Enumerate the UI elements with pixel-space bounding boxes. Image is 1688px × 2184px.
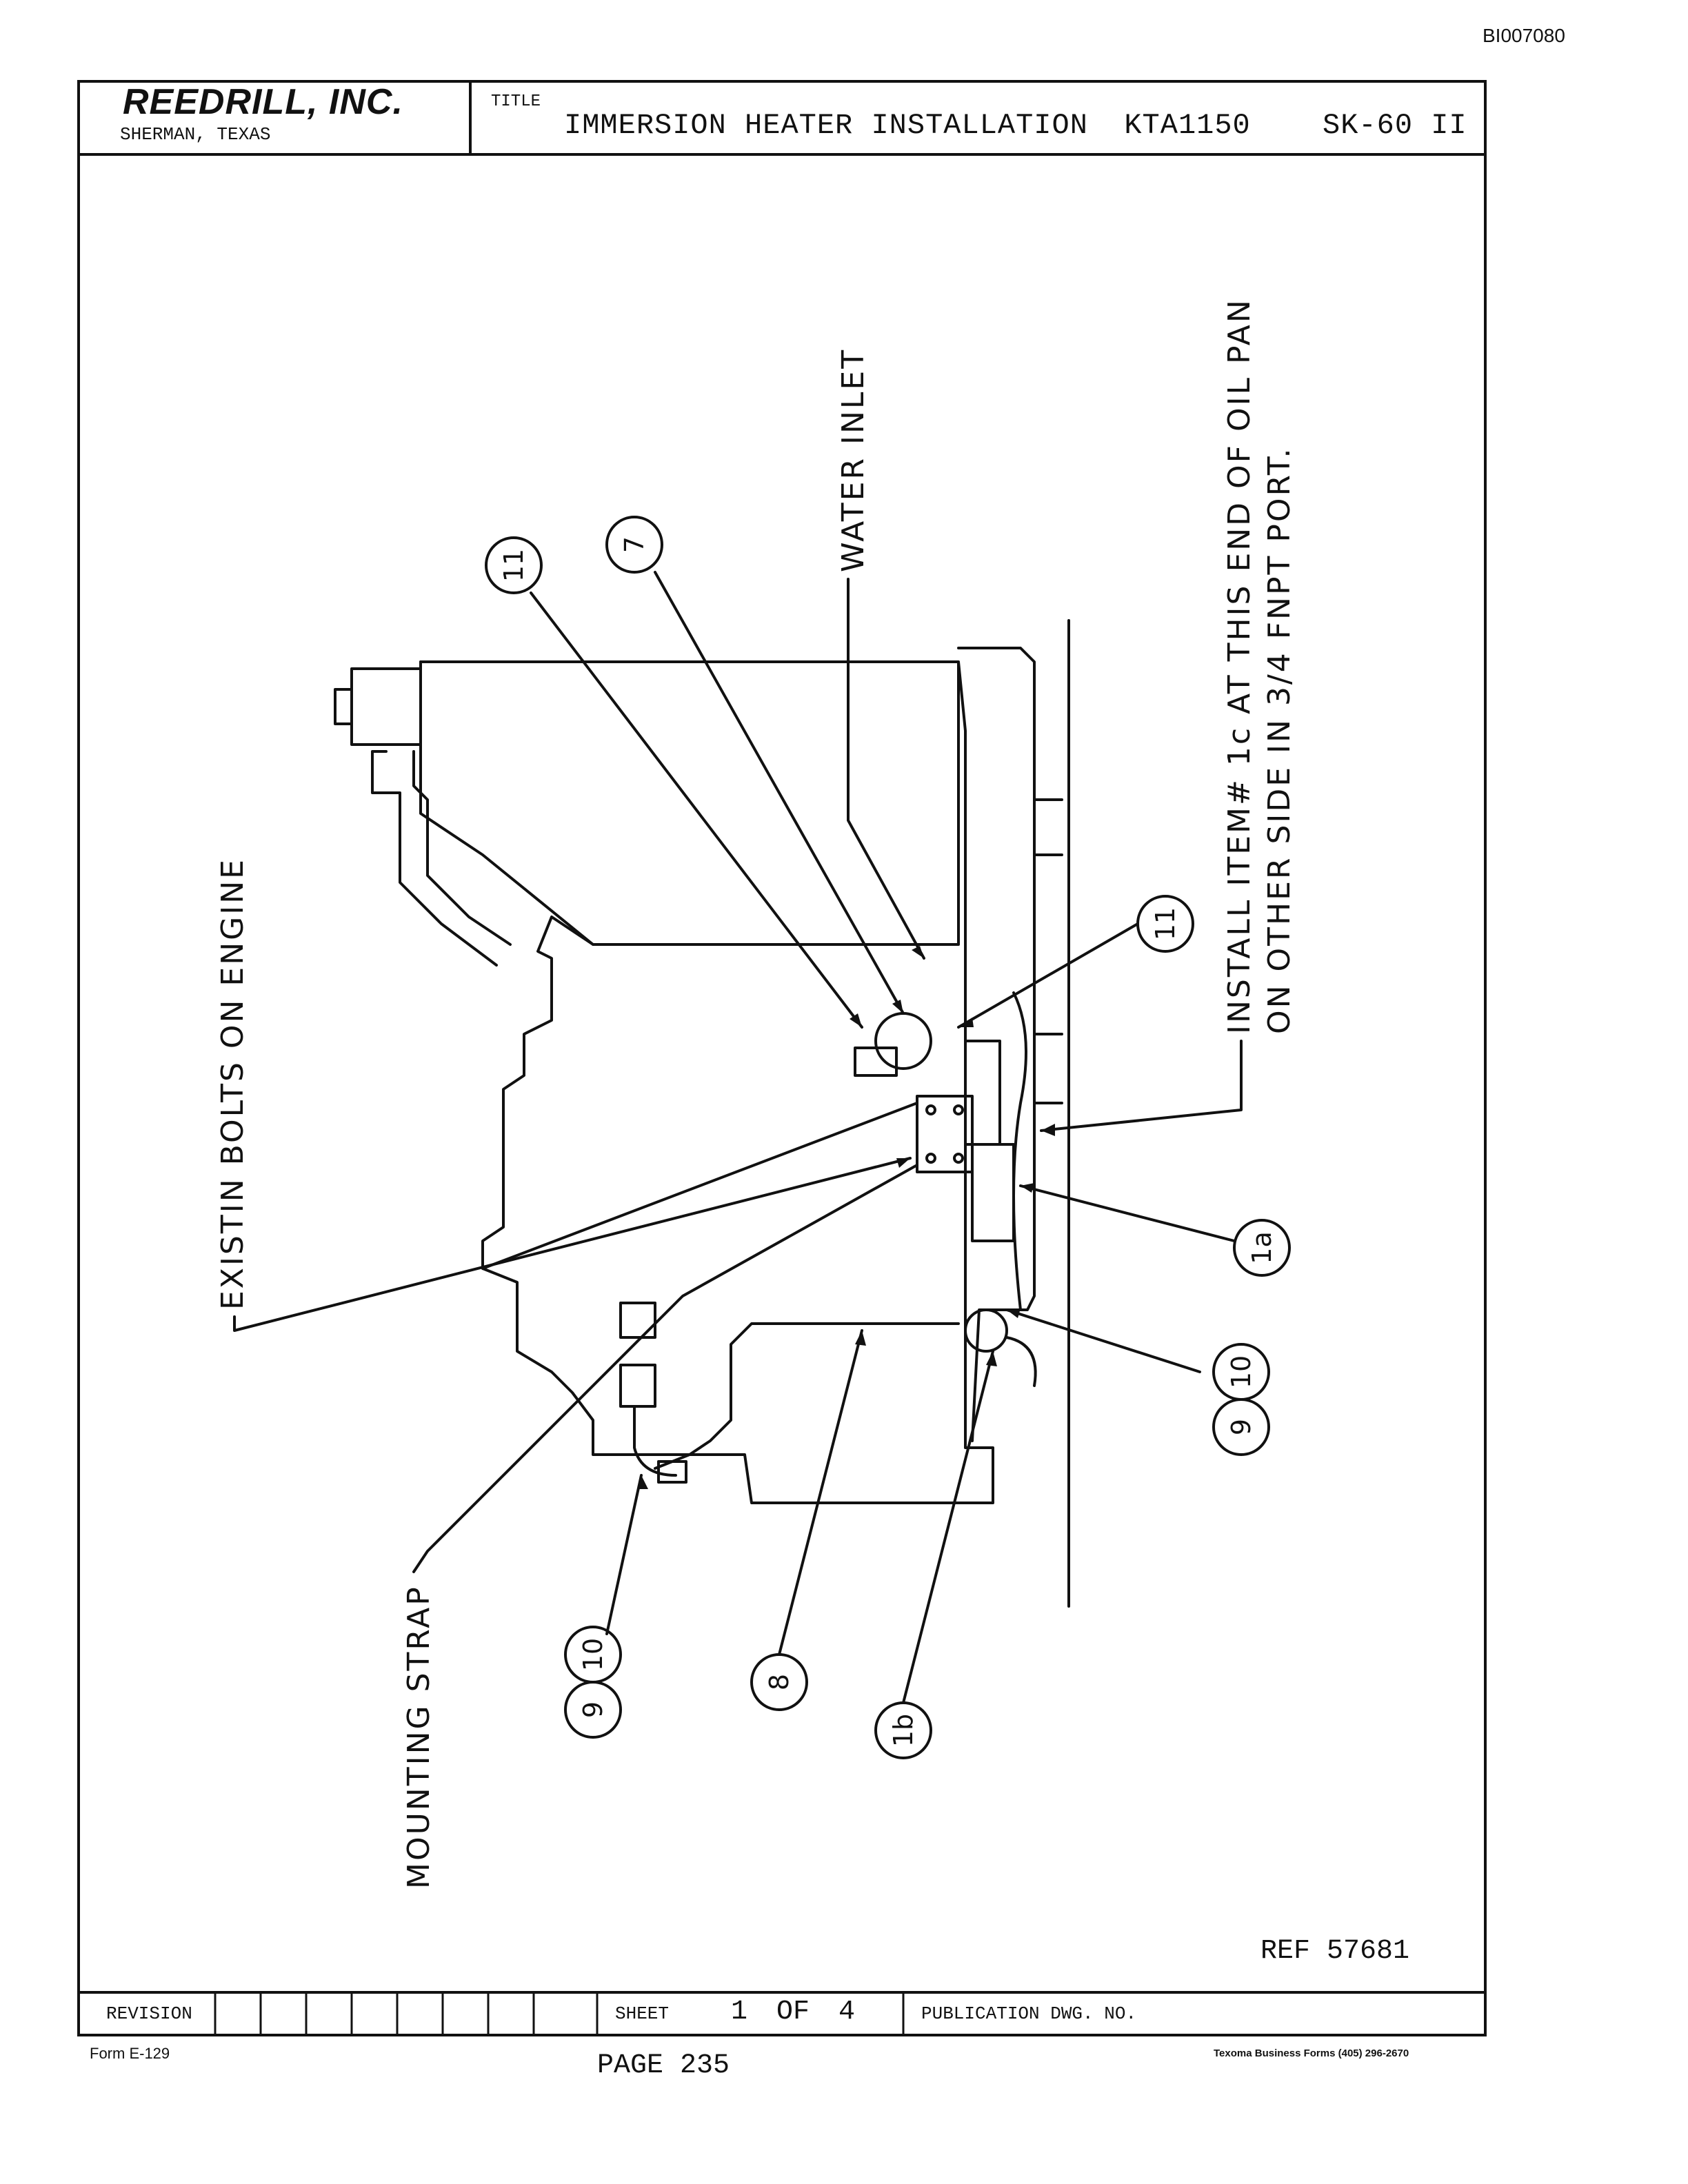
arrowhead: [850, 1013, 862, 1027]
leader-install-note: [1040, 1040, 1243, 1132]
title-block-divider: [469, 80, 472, 156]
callout-9-right: [1212, 1398, 1270, 1456]
arrowhead: [1007, 1308, 1021, 1318]
bolt: [953, 1104, 964, 1115]
callout-9-bottom: [564, 1681, 622, 1739]
callout-11-top: [485, 536, 543, 594]
sheet-number: 1 OF 4: [731, 1996, 856, 2028]
leader-1a: [1019, 1184, 1236, 1242]
hose-fitting: [657, 1460, 687, 1484]
printer-credit: Texoma Business Forms (405) 296-2670: [1214, 2048, 1409, 2059]
bolt: [953, 1153, 964, 1164]
arrowhead: [639, 1475, 648, 1489]
drain-fitting: [964, 1308, 1008, 1353]
reference-number: REF 57681: [1260, 1936, 1410, 1967]
leader-existing-bolts: [233, 1157, 912, 1332]
revision-strip: [77, 1991, 1487, 2036]
leader-existing-bolts-2: [481, 1102, 918, 1270]
turbo-flange: [334, 688, 353, 725]
install-note-line1: INSTALL ITEM# 1c AT THIS END OF OIL PAN: [1222, 298, 1257, 1034]
callout-1a-label: 1a: [1247, 1231, 1277, 1264]
arrowhead: [892, 1000, 903, 1013]
callout-9-right-label: 9: [1226, 1419, 1256, 1435]
leader-8: [778, 1329, 863, 1656]
leader-1b: [902, 1350, 994, 1704]
install-note-line2: ON OTHER SIDE IN 3/4 FNPT PORT.: [1262, 446, 1297, 1034]
valve-fitting: [854, 1046, 898, 1077]
heater-hose: [1012, 991, 1027, 1311]
arrowhead: [1041, 1124, 1055, 1136]
strap-block-upper: [619, 1302, 656, 1339]
company-location: SHERMAN, TEXAS: [120, 124, 271, 145]
callout-1b: [874, 1701, 932, 1759]
lower-hose: [654, 1322, 960, 1470]
leader-11-right: [957, 922, 1139, 1029]
callout-1b-label: 1b: [888, 1714, 918, 1747]
leader-11-top: [530, 592, 863, 1029]
strap-hose: [633, 1405, 677, 1477]
arrowhead: [855, 1331, 866, 1346]
strap-block-lower: [619, 1364, 656, 1408]
callout-1a: [1233, 1219, 1291, 1277]
bolt: [925, 1104, 936, 1115]
leader-9-10-bottom: [605, 1474, 643, 1635]
callout-10-right-label: 10: [1226, 1355, 1256, 1388]
callout-11-right-label: 11: [1150, 907, 1180, 940]
sheet-label: SHEET: [615, 2003, 670, 2024]
company-name: REEDRILL, INC.: [123, 82, 403, 122]
arrowhead: [912, 946, 924, 958]
sheet-code: SK-60 II: [1323, 109, 1467, 142]
title-block: [77, 80, 1487, 156]
exhaust-pipe-inner: [412, 750, 512, 946]
drain-hose: [1005, 1336, 1037, 1387]
callout-8-label: 8: [764, 1674, 794, 1690]
water-inlet-label: WATER INLET: [836, 348, 871, 572]
exhaust-pipe: [371, 750, 498, 967]
leader-7: [654, 571, 905, 1015]
document-id: BI007080: [1483, 25, 1565, 46]
arrowhead: [958, 1018, 974, 1027]
arrowhead: [1021, 1183, 1034, 1193]
drawing-frame: [77, 80, 1487, 2036]
arrowhead: [986, 1351, 997, 1366]
bolt: [925, 1153, 936, 1164]
callout-11-right: [1136, 895, 1194, 953]
arrowhead: [896, 1158, 910, 1168]
callout-7: [605, 516, 663, 574]
callout-10-bottom-label: 10: [578, 1638, 608, 1671]
leader-mounting-strap: [412, 1164, 918, 1573]
callout-7-label: 7: [619, 536, 650, 553]
revision-label: REVISION: [106, 2003, 192, 2024]
existing-bolts-label: EXISTIN BOLTS ON ENGINE: [215, 858, 250, 1310]
drawing-title: IMMERSION HEATER INSTALLATION KTA1150: [564, 109, 1251, 142]
page-number: PAGE 235: [597, 2050, 730, 2081]
form-number: Form E-129: [90, 2045, 170, 2062]
title-label: TITLE: [491, 92, 541, 111]
mounting-bracket: [916, 1095, 974, 1173]
callout-9-bottom-label: 9: [578, 1701, 608, 1718]
callout-8: [750, 1653, 808, 1711]
mounting-strap-label: MOUNTING STRAP: [401, 1585, 436, 1889]
leader-water-inlet: [847, 578, 925, 960]
callout-11-top-label: 11: [499, 549, 529, 582]
publication-dwg-label: PUBLICATION DWG. NO.: [921, 2003, 1137, 2024]
leader-9-10-right: [1005, 1308, 1201, 1373]
